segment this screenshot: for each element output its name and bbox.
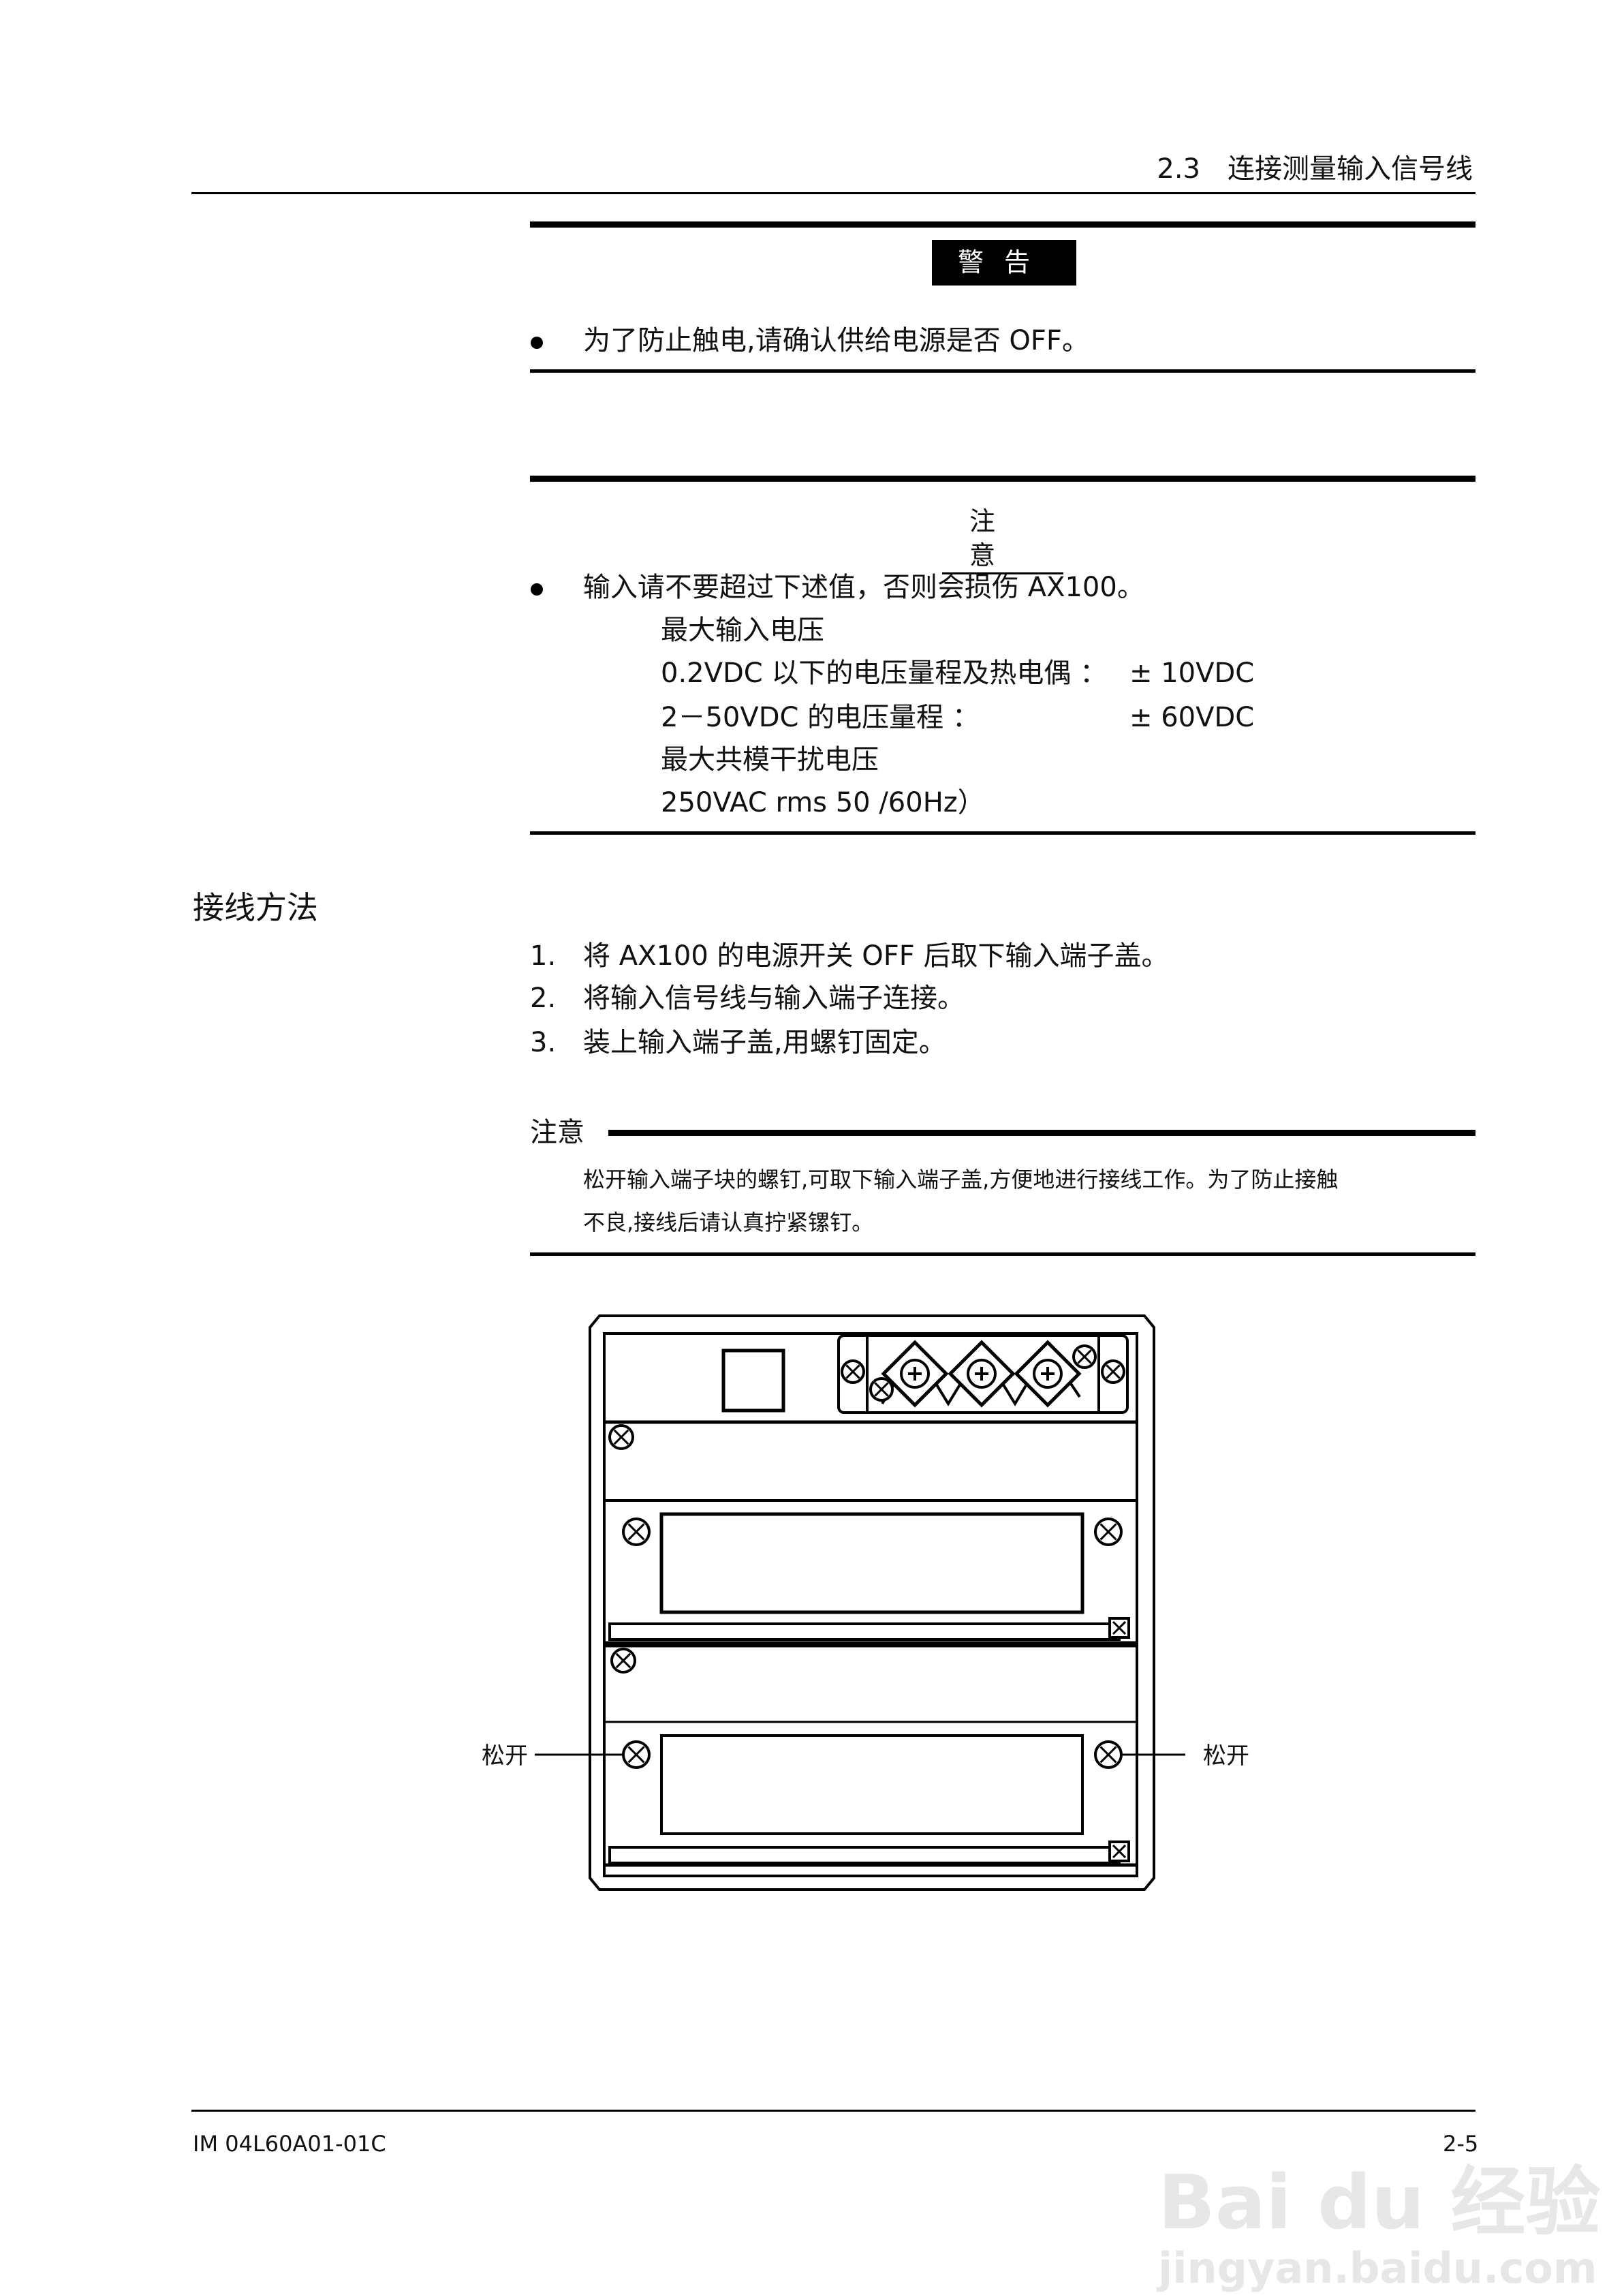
caution-label: 注意: [942, 504, 1063, 574]
caution-bottom-rule: [530, 831, 1475, 835]
terminal-screw-icon: [948, 1340, 1016, 1408]
baidu-watermark-logo: Bai du 经验: [1158, 2159, 1601, 2246]
section-heading: 接线方法: [193, 889, 318, 926]
loosen-label-right: 松开: [1203, 1742, 1249, 1770]
screw-icon: [610, 1648, 636, 1674]
indicator-square: [721, 1349, 785, 1413]
screw-icon: [1101, 1359, 1125, 1384]
warning-label: 警告: [932, 240, 1076, 286]
caution-line: 250VAC rms 50 /60Hz）: [661, 787, 985, 818]
power-terminal-block: [837, 1334, 1129, 1414]
square-screw-icon: [1108, 1840, 1130, 1862]
screw-icon: [1094, 1740, 1123, 1769]
page-number: 2-5: [1443, 2131, 1479, 2157]
step-number: 1.: [530, 940, 557, 972]
warning-bottom-rule: [530, 369, 1475, 373]
document-id: IM 04L60A01-01C: [193, 2131, 386, 2157]
screw-icon: [608, 1424, 634, 1450]
note-text: 松开输入端子块的螺钉,可取下输入端子盖,方便地进行接线工作。为了防止接触: [583, 1167, 1339, 1192]
header-rule: [191, 192, 1475, 194]
caution-value: ± 60VDC: [1129, 702, 1255, 733]
step-text: 装上输入端子盖,用螺钉固定。: [583, 1027, 946, 1058]
loosen-label-left: 松开: [482, 1742, 528, 1770]
caution-line: 0.2VDC 以下的电压量程及热电偶 ：: [661, 658, 1108, 689]
caution-top-rule: [530, 476, 1475, 482]
bullet-icon: [531, 337, 543, 349]
lower-terminal-window: [660, 1734, 1084, 1835]
caution-value: ± 10VDC: [1129, 658, 1255, 689]
outer-frame: [589, 1314, 1155, 1891]
terminal-diagram: [535, 1314, 1185, 1891]
note-label: 注意: [530, 1117, 584, 1148]
step-number: 3.: [530, 1027, 557, 1058]
note-bottom-rule: [530, 1252, 1475, 1256]
note-text: 不良,接线后请认真拧紧镙钉。: [583, 1210, 874, 1235]
section-header: 2.3 连接测量输入信号线: [1157, 153, 1473, 185]
baidu-watermark-url: jingyan.baidu.com: [1158, 2243, 1597, 2293]
caution-intro: 输入请不要超过下述值，否则会损伤 AX100。: [583, 572, 1144, 603]
screw-icon: [1094, 1518, 1123, 1546]
screw-icon: [841, 1359, 865, 1384]
step-text: 将 AX100 的电源开关 OFF 后取下输入端子盖。: [583, 940, 1169, 972]
upper-terminal-window: [659, 1512, 1084, 1614]
caution-line: 最大输入电压: [661, 615, 824, 646]
note-top-rule: [608, 1130, 1475, 1136]
screw-icon: [622, 1740, 651, 1769]
footer-rule: [191, 2110, 1475, 2112]
terminal-cover-figure: 松开 松开: [463, 1308, 1249, 1908]
warning-text: 为了防止触电,请确认供给电源是否 OFF。: [583, 325, 1089, 356]
step-text: 将输入信号线与输入端子连接。: [583, 983, 965, 1014]
screw-icon: [1072, 1344, 1097, 1369]
warning-top-rule: [530, 221, 1475, 228]
screw-icon: [869, 1377, 894, 1402]
terminal-screw-icon: [881, 1340, 949, 1408]
screw-icon: [622, 1518, 651, 1546]
bullet-icon: [531, 583, 543, 596]
terminal-screw-icon: [1014, 1340, 1082, 1408]
square-screw-icon: [1108, 1617, 1130, 1639]
caution-line: 2－50VDC 的电压量程 ：: [661, 702, 980, 733]
inner-frame: [603, 1332, 1138, 1877]
caution-line: 最大共模干扰电压: [661, 744, 879, 775]
step-number: 2.: [530, 983, 557, 1014]
